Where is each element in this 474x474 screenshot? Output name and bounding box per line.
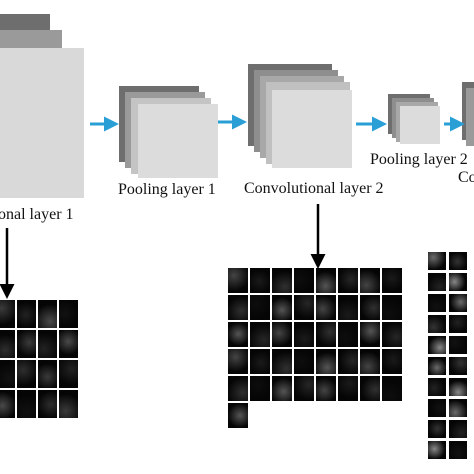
- feature-map-cell: [0, 360, 15, 388]
- feature-map-cell: [449, 252, 467, 270]
- feature-map-cell: [382, 268, 402, 293]
- feature-map-cell: [360, 376, 380, 401]
- feature-map-cell: [294, 268, 314, 293]
- feature-map-cell: [228, 295, 248, 320]
- feature-map-cell: [338, 322, 358, 347]
- feature-map-cell: [59, 330, 78, 358]
- feature-map-cell: [316, 322, 336, 347]
- pool2-sheet-front: [400, 106, 440, 144]
- feature-map-cell: [449, 315, 467, 333]
- feature-map-cell: [272, 349, 292, 374]
- feature-map-cell: [0, 300, 15, 328]
- feature-map-cell: [17, 390, 36, 418]
- feature-map-cell: [449, 378, 467, 396]
- feature-map-cell: [228, 376, 248, 401]
- feature-map-cell: [38, 300, 57, 328]
- feature-map-cell: [428, 399, 446, 417]
- feature-map-cell: [428, 273, 446, 291]
- feature-map-cell: [250, 322, 270, 347]
- feature-map-cell: [294, 295, 314, 320]
- feature-map-cell: [338, 295, 358, 320]
- feature-map-cell: [428, 336, 446, 354]
- feature-map-cell: [17, 330, 36, 358]
- feature-map-cell: [428, 315, 446, 333]
- conv2-sheet-front: [272, 90, 352, 168]
- feature-map-cell: [360, 295, 380, 320]
- pooling-layer-2-label: Pooling layer 2: [370, 151, 468, 168]
- feature-map-cell: [428, 294, 446, 312]
- feature-map-cell: [0, 390, 15, 418]
- conv-layer-2-label: Convolutional layer 2: [244, 180, 384, 197]
- feature-map-cell: [338, 268, 358, 293]
- feature-map-cell: [428, 378, 446, 396]
- feature-map-cell: [382, 349, 402, 374]
- feature-map-cell: [38, 330, 57, 358]
- conv-layer-1-label: onal layer 1: [0, 206, 74, 223]
- pooling-layer-1-label: Pooling layer 1: [118, 181, 216, 198]
- feature-map-cell: [382, 295, 402, 320]
- feature-map-cell: [250, 349, 270, 374]
- feature-map-cell: [449, 420, 467, 438]
- feature-map-cell: [360, 322, 380, 347]
- feature-map-cell: [449, 441, 467, 459]
- feature-map-cell: [17, 360, 36, 388]
- feature-map-cell: [449, 357, 467, 375]
- feature-map-cell: [272, 268, 292, 293]
- feature-map-cell: [272, 322, 292, 347]
- feature-map-cell: [382, 322, 402, 347]
- feature-map-cell: [228, 349, 248, 374]
- feature-map-cell: [316, 268, 336, 293]
- feature-map-cell: [449, 399, 467, 417]
- feature-map-cell: [250, 376, 270, 401]
- feature-map-cell: [316, 349, 336, 374]
- feature-map-cell: [428, 357, 446, 375]
- feature-map-cell: [294, 349, 314, 374]
- feature-map-cell: [17, 300, 36, 328]
- conv2-feature-map-grid: [228, 268, 410, 436]
- feature-map-cell: [228, 403, 248, 428]
- feature-map-cell: [316, 376, 336, 401]
- pool1-sheet-front: [138, 104, 218, 178]
- feature-map-cell: [449, 336, 467, 354]
- conv1-feature-map-grid: [0, 300, 80, 418]
- feature-map-cell: [338, 376, 358, 401]
- feature-map-cell: [294, 322, 314, 347]
- feature-map-cell: [228, 268, 248, 293]
- feature-map-cell: [228, 322, 248, 347]
- feature-map-cell: [250, 268, 270, 293]
- feature-map-cell: [250, 295, 270, 320]
- conv3-sheet-2: [466, 88, 474, 146]
- feature-map-cell: [294, 376, 314, 401]
- feature-map-cell: [382, 376, 402, 401]
- feature-map-cell: [272, 376, 292, 401]
- feature-map-cell: [59, 300, 78, 328]
- feature-map-cell: [272, 295, 292, 320]
- feature-map-cell: [360, 268, 380, 293]
- feature-map-cell: [428, 441, 446, 459]
- feature-map-cell: [338, 349, 358, 374]
- feature-map-cell: [316, 295, 336, 320]
- feature-map-cell: [428, 252, 446, 270]
- feature-map-cell: [0, 330, 15, 358]
- feature-map-cell: [449, 294, 467, 312]
- feature-map-cell: [38, 390, 57, 418]
- feature-map-cell: [360, 349, 380, 374]
- conv3-feature-map-grid: [428, 252, 474, 464]
- feature-map-cell: [59, 360, 78, 388]
- feature-map-cell: [449, 273, 467, 291]
- feature-map-cell: [38, 360, 57, 388]
- feature-map-cell: [59, 390, 78, 418]
- conv1-sheet-front: [0, 48, 84, 198]
- feature-map-cell: [428, 420, 446, 438]
- conv-layer-3-label: Co: [458, 169, 474, 186]
